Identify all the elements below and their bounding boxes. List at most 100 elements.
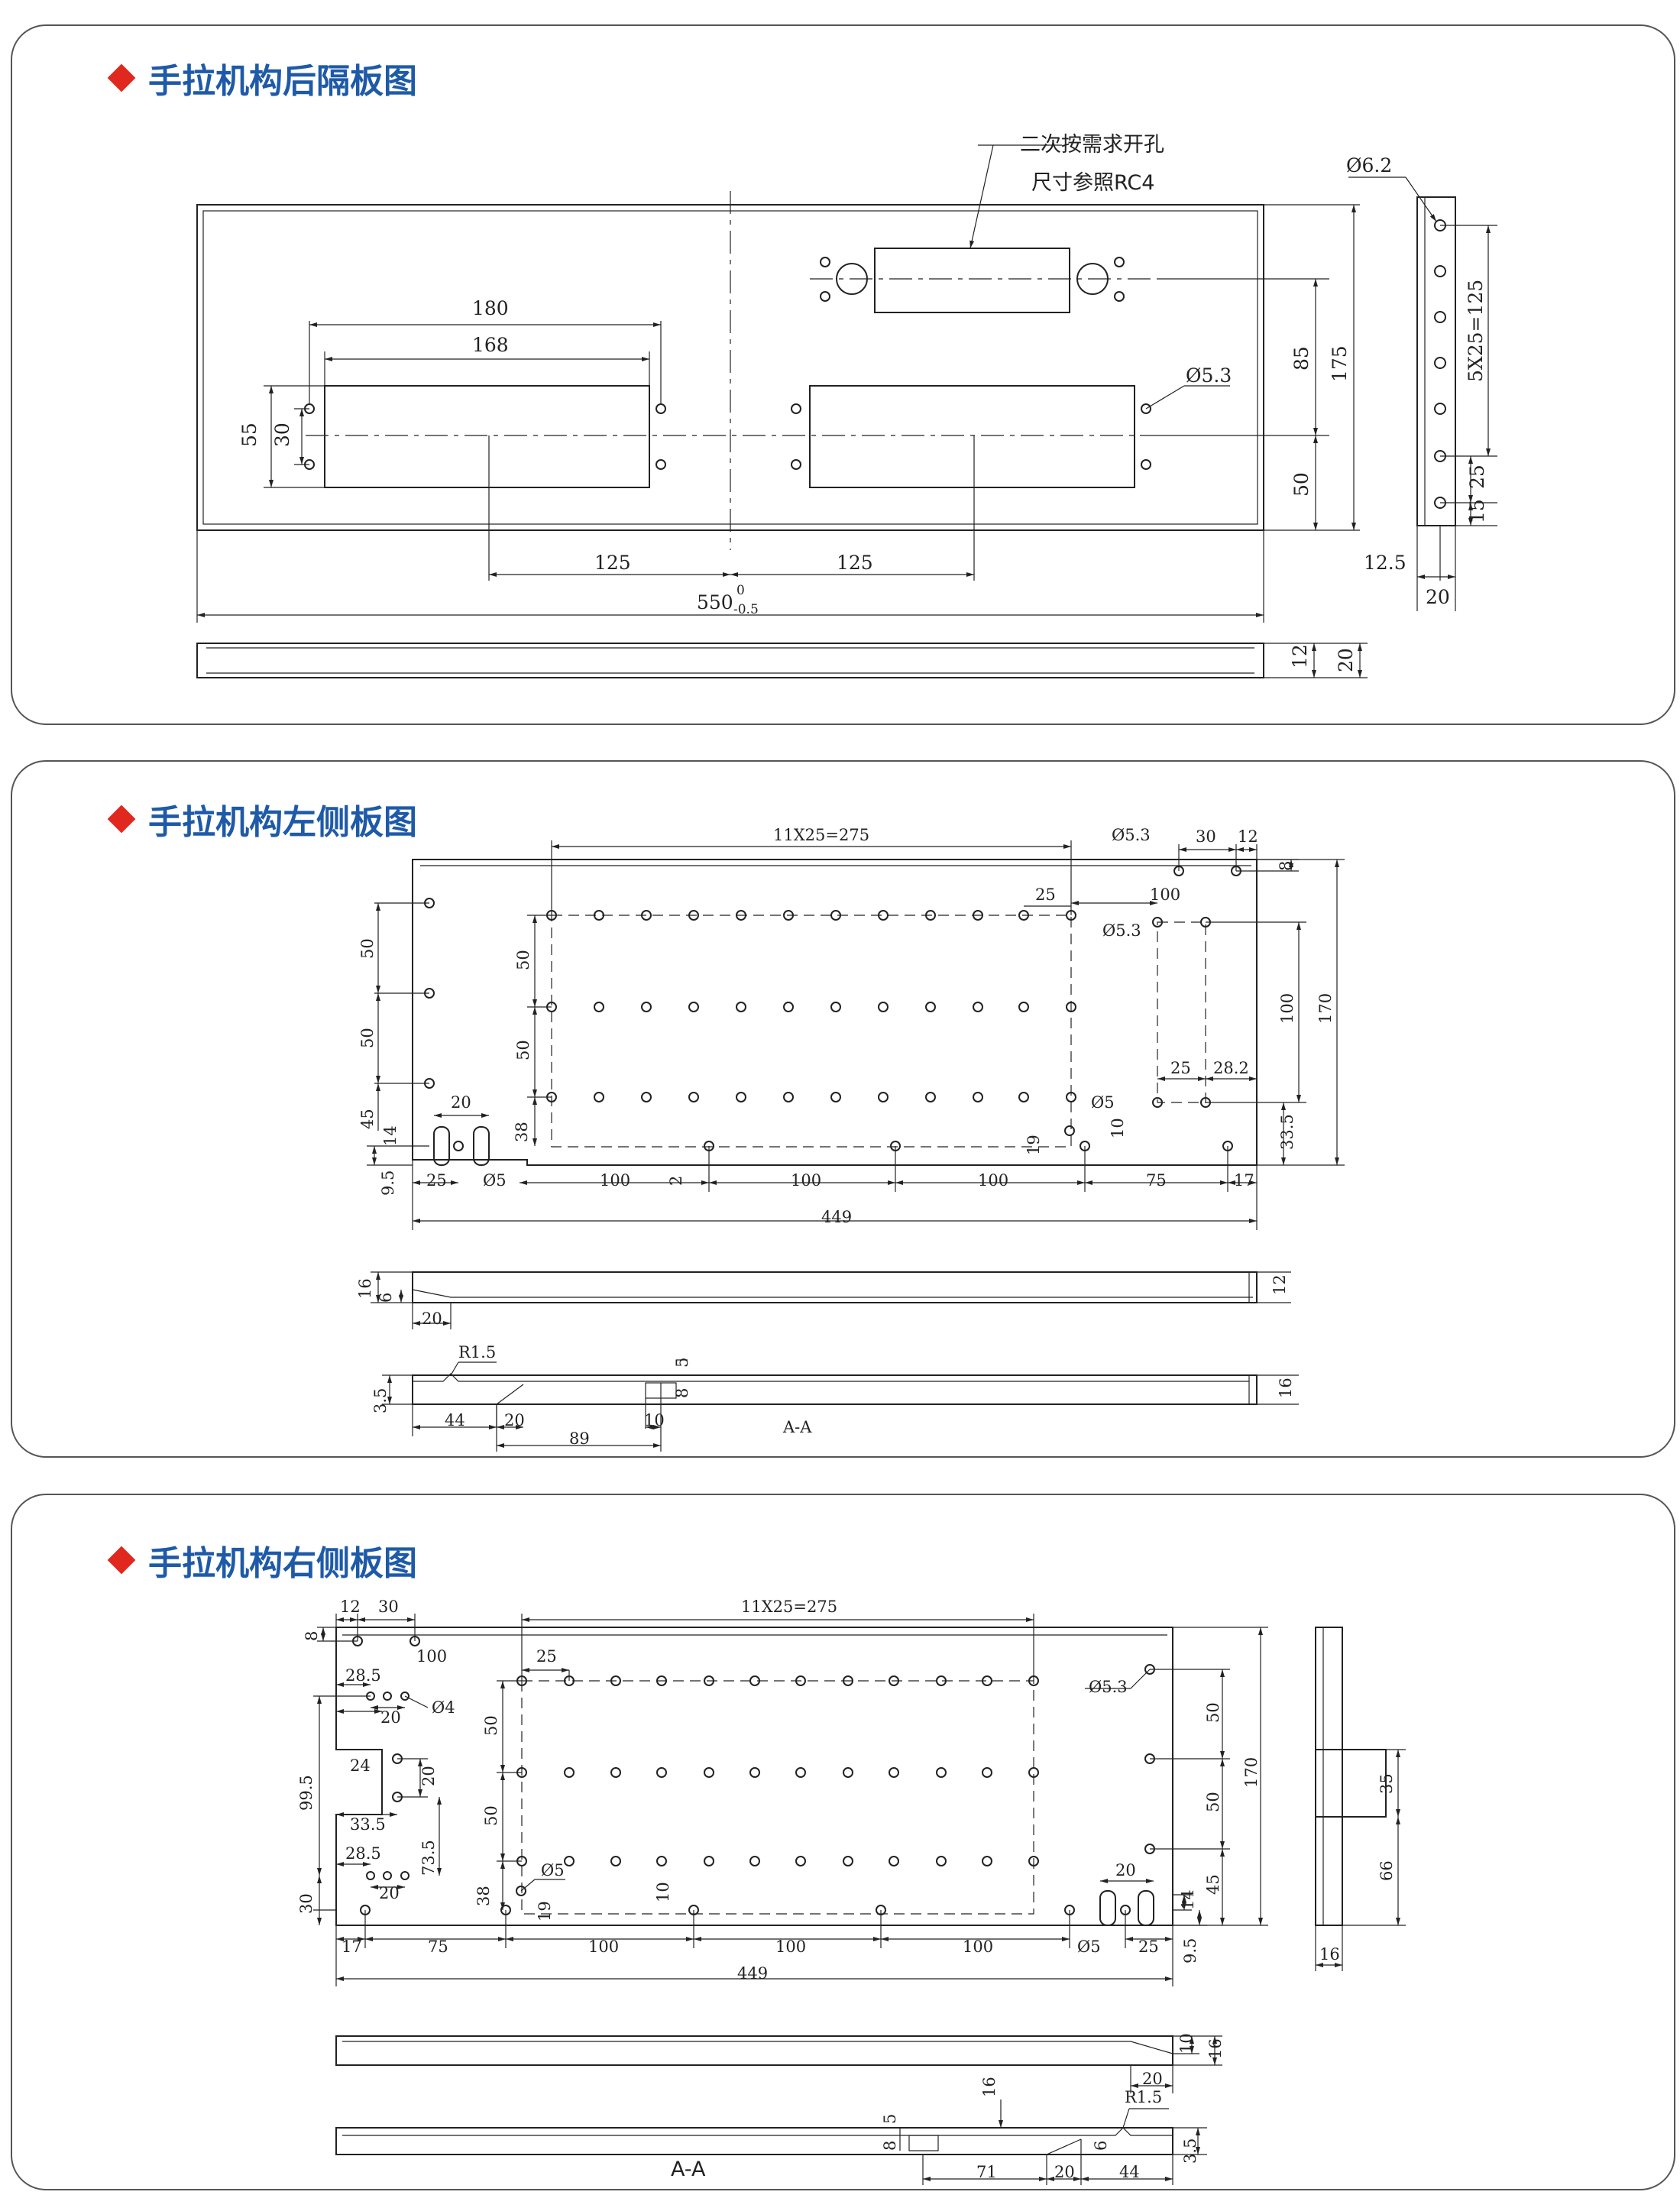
dim-2: 2 [667,1176,685,1186]
dim-top-10: 10 [1177,2033,1196,2054]
dim-20-c: 20 [379,1884,400,1902]
left-right-hole-frame [1157,921,1206,1103]
right-top-view [335,2035,1173,2066]
dim-sec-r15: R1.5 [458,1343,496,1361]
dim-sec-44: 44 [1119,2163,1140,2181]
dim-100-a: 100 [588,1938,619,1956]
dim-20-d: 20 [1115,1861,1136,1879]
dim-19: 19 [536,1901,554,1921]
left-side-drawing [367,840,1345,1452]
dim-10: 10 [1109,1118,1127,1138]
dim-38: 38 [474,1886,493,1906]
dim-50-c: 50 [1204,1702,1222,1723]
dim-top-12: 12 [1271,1274,1289,1295]
dim-30: 30 [1196,827,1216,846]
rear-round-hole-left [836,263,868,295]
dim-75: 75 [428,1938,448,1956]
dim-50-c: 50 [514,950,532,970]
dim-12: 12 [1238,827,1258,846]
dim-28-5-a: 28.5 [345,1666,381,1685]
dim-25-b: 25 [1138,1938,1159,1956]
dim-sec-44: 44 [445,1411,465,1429]
dim-sec-3-5: 3.5 [1181,2138,1199,2164]
dim-17: 17 [342,1938,362,1956]
section-label-aa: A-A [671,2158,706,2181]
dim-sec-5: 5 [881,2114,899,2124]
dim-side-35: 35 [1377,1773,1396,1794]
dim-30: 30 [271,422,293,447]
dim-100-a: 100 [600,1171,630,1190]
dim-168: 168 [472,334,509,356]
dim-24: 24 [350,1756,371,1775]
dim-73-5: 73.5 [419,1840,438,1876]
dim-100-c: 100 [963,1938,993,1956]
dim-45: 45 [1204,1874,1222,1895]
rear-partition-drawing [196,144,1497,678]
dim-50-a: 50 [482,1715,500,1736]
dim-phi5-a: Ø5 [541,1861,565,1879]
dim-50: 50 [1290,472,1313,497]
left-hole-grid-frame [551,915,1072,1148]
dim-50-a: 50 [358,938,377,959]
panel-rear-partition [11,24,1675,725]
dim-8: 8 [303,1631,321,1641]
dim-449: 449 [821,1208,852,1226]
dim-phi4: Ø4 [432,1698,455,1717]
dim-side-5x25: 5X25=125 [1465,280,1487,382]
rear-labels: 二次按需求开孔 尺寸参照RC4 180 168 55 30 125 125 55… [238,133,1488,672]
dim-sec-3-5: 3.5 [371,1388,390,1413]
dim-8: 8 [1277,861,1295,871]
left-section-view [412,1374,1258,1405]
rear-cutout-right [809,385,1135,488]
rear-cutout-top [874,248,1070,313]
rear-bottom-view [196,643,1264,678]
dim-33-5: 33.5 [1278,1114,1296,1150]
panel-title-rear: 手拉机构后隔板图 [107,53,417,102]
dim-100-c: 100 [978,1171,1008,1190]
dim-side-15: 15 [1466,499,1488,523]
dim-phi53: Ø5.3 [1186,364,1232,387]
left-dimension-lines [367,840,1345,1230]
dim-100-top: 100 [1150,885,1180,904]
rear-dimension-lines [196,144,1360,623]
dim-side-20: 20 [1426,586,1450,608]
right-labels: 12 30 8 100 11X25=275 25 28.5 20 Ø4 24 2… [297,1598,1396,2181]
dim-28-5-b: 28.5 [345,1844,381,1863]
dim-sec-16: 16 [1277,1378,1295,1398]
dim-side-16: 16 [1319,1945,1340,1964]
dim-75: 75 [1146,1171,1167,1190]
dim-sec-20: 20 [504,1411,525,1429]
dim-9-5: 9.5 [379,1170,397,1196]
dim-30-left: 30 [297,1893,316,1914]
dim-20: 20 [1335,648,1357,672]
dim-sec-89: 89 [569,1429,590,1448]
dim-top-16: 16 [356,1278,374,1299]
dim-550-tol-lower: -0.5 [733,602,759,617]
dim-phi5-b: Ø5 [1077,1938,1101,1956]
dim-17: 17 [1234,1171,1254,1190]
rear-cutout-left [324,385,650,488]
dim-sec-8: 8 [673,1388,691,1398]
right-hole-grid-frame [521,1680,1034,1915]
rear-side-view [1416,196,1456,526]
dim-550: 550 [697,591,733,613]
dim-sec-6: 6 [1092,2141,1110,2151]
rear-round-hole-right [1076,263,1109,295]
dim-100-b: 100 [775,1938,806,1956]
dim-phi5: Ø5 [483,1171,507,1190]
panel-title-text: 手拉机构后隔板图 [148,62,417,101]
dim-side-25: 25 [1466,465,1488,489]
dim-25-b: 25 [426,1171,447,1190]
dim-25-c: 25 [1170,1059,1191,1077]
dim-50-d: 50 [1204,1792,1222,1812]
dim-99-5: 99.5 [297,1775,316,1811]
dim-28-2: 28.2 [1213,1059,1249,1077]
dim-50-b: 50 [482,1805,500,1826]
right-side-view [1315,1627,1343,1926]
dim-100-right: 100 [1278,993,1296,1024]
dim-10: 10 [654,1882,672,1902]
dim-sec-8: 8 [881,2141,899,2151]
right-slots [1099,1890,1154,1926]
dim-25: 25 [1035,885,1056,904]
left-labels: 11X25=275 Ø5.3 30 12 8 100 25 Ø5.3 50 50… [356,826,1335,1448]
